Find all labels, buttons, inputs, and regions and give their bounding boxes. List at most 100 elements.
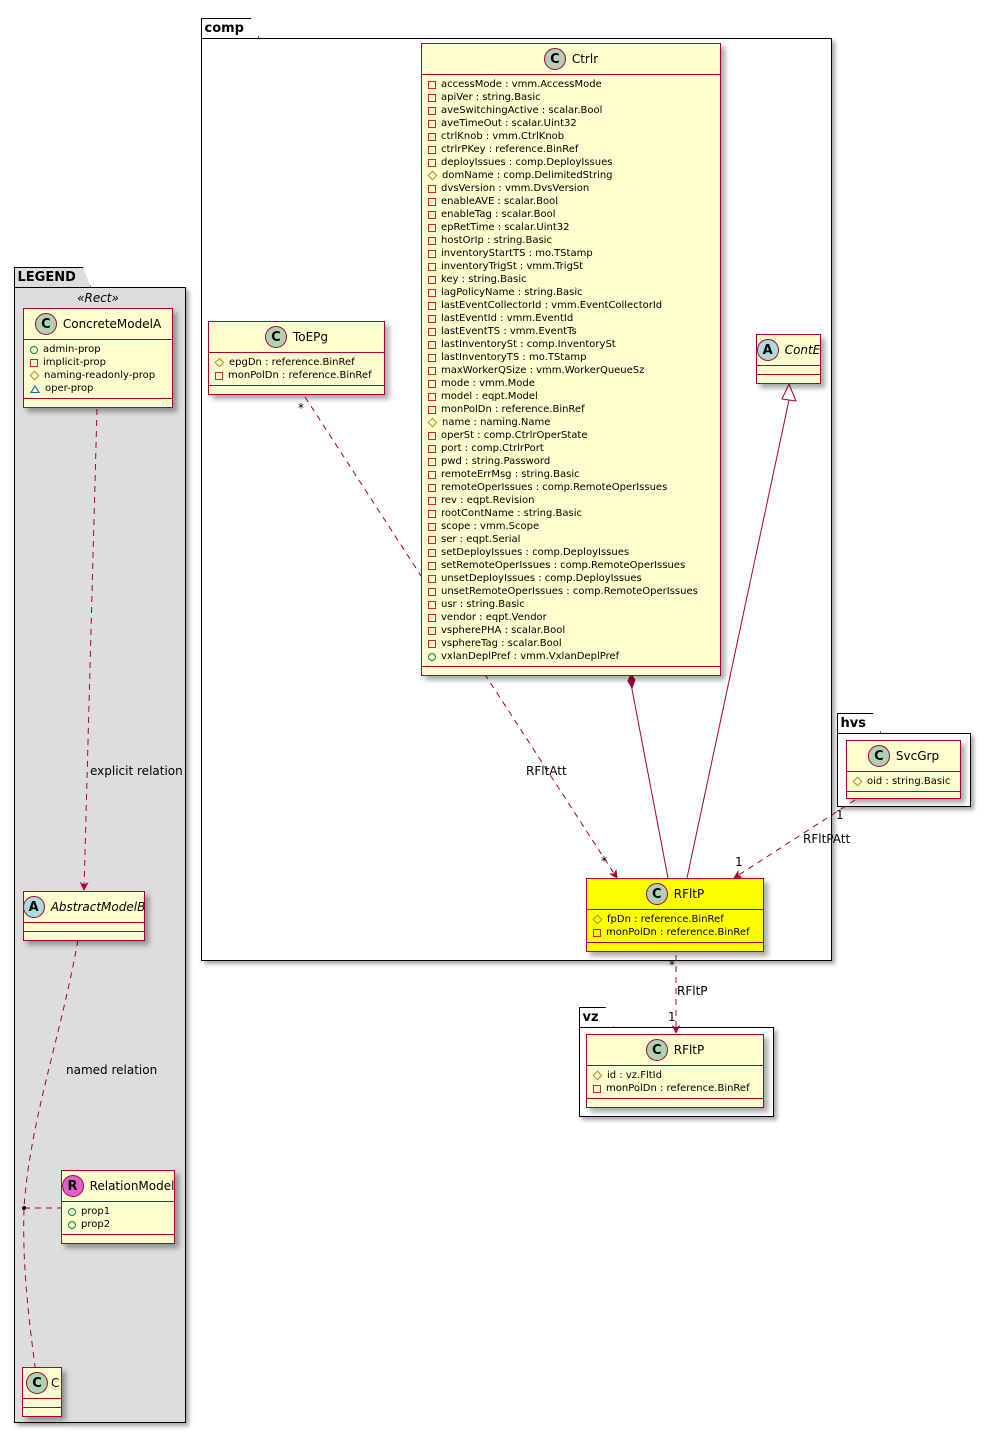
private-visibility-icon	[428, 314, 436, 323]
method-compartment	[209, 386, 384, 394]
attribute-text: vsphereTag : scalar.Bool	[441, 638, 562, 649]
class-name: RFltP	[673, 887, 705, 901]
attribute-text: usr : string.Basic	[441, 599, 525, 610]
attribute-row: rootContName : string.Basic	[428, 507, 714, 520]
private-visibility-icon	[593, 928, 601, 937]
attribute-compartment	[757, 366, 820, 375]
legend-package: LEGEND	[14, 287, 186, 1423]
attribute-row: pwd : string.Password	[428, 455, 714, 468]
attribute-text: prop2	[81, 1219, 111, 1230]
private-visibility-icon	[428, 366, 436, 375]
class-badge-icon: C	[645, 1039, 668, 1061]
class-header: A AbstractModelB	[22, 892, 146, 923]
attribute-text: enableAVE : scalar.Bool	[441, 196, 558, 207]
attribute-row: remoteOperIssues : comp.RemoteOperIssues	[428, 481, 714, 494]
attribute-row: ser : eqpt.Serial	[428, 533, 714, 546]
attribute-text: vendor : eqpt.Vendor	[441, 612, 547, 623]
attribute-text: admin-prop	[43, 344, 101, 355]
attribute-row: hostOrIp : string.Basic	[428, 234, 714, 247]
private-visibility-icon	[428, 405, 436, 414]
attribute-row: monPolDn : reference.BinRef	[215, 369, 378, 382]
private-visibility-icon	[428, 626, 436, 635]
method-compartment	[587, 943, 763, 951]
attribute-text: remoteErrMsg : string.Basic	[441, 469, 580, 480]
method-compartment	[422, 667, 720, 675]
attribute-row: mode : vmm.Mode	[428, 377, 714, 390]
attribute-row: dvsVersion : vmm.DvsVersion	[428, 182, 714, 195]
attribute-row: naming-readonly-prop	[29, 369, 166, 382]
attribute-row: name : naming.Name	[427, 416, 714, 429]
attribute-text: lastInventoryTS : mo.TStamp	[441, 352, 587, 363]
private-visibility-icon	[428, 522, 436, 531]
class-header: C C	[23, 1368, 61, 1399]
private-visibility-icon	[428, 275, 436, 284]
attribute-text: unsetRemoteOperIssues : comp.RemoteOperI…	[441, 586, 698, 597]
private-visibility-icon	[428, 340, 436, 349]
class-name: AbstractModelB	[50, 900, 146, 914]
attribute-text: lastEventId : vmm.EventId	[441, 313, 574, 324]
class-name: SvcGrp	[895, 749, 940, 763]
legend-package-tab: LEGEND	[14, 267, 91, 287]
class-badge-icon: C	[543, 48, 566, 70]
attribute-row: aveSwitchingActive : scalar.Bool	[428, 104, 714, 117]
attribute-text: dvsVersion : vmm.DvsVersion	[441, 183, 590, 194]
private-visibility-icon	[428, 301, 436, 310]
attribute-text: scope : vmm.Scope	[441, 521, 540, 532]
class-header: C ToEPg	[209, 322, 384, 353]
relation-badge-icon: R	[61, 1175, 84, 1197]
attribute-row: enableTag : scalar.Bool	[428, 208, 714, 221]
hvs-package-tab: hvs	[837, 713, 881, 733]
class-conte[interactable]: A ContE	[756, 334, 821, 384]
rfltatt-label: RFltAtt	[526, 764, 567, 778]
private-visibility-icon	[428, 262, 436, 271]
attribute-row: prop1	[68, 1205, 168, 1218]
class-abstract-model-b[interactable]: A AbstractModelB	[22, 891, 146, 941]
attribute-row: remoteErrMsg : string.Basic	[428, 468, 714, 481]
class-svcgrp[interactable]: C SvcGrp oid : string.Basic	[846, 740, 961, 799]
public-visibility-icon	[428, 652, 436, 661]
attribute-row: accessMode : vmm.AccessMode	[428, 78, 714, 91]
class-c[interactable]: C C	[22, 1367, 62, 1417]
method-compartment	[757, 375, 820, 383]
attribute-text: mode : vmm.Mode	[441, 378, 535, 389]
private-visibility-icon	[428, 496, 436, 505]
private-visibility-icon	[428, 93, 436, 102]
public-visibility-icon	[68, 1207, 76, 1216]
attribute-text: rev : eqpt.Revision	[441, 495, 535, 506]
attribute-text: monPolDn : reference.BinRef	[441, 404, 585, 415]
private-visibility-icon	[30, 358, 38, 367]
private-visibility-icon	[428, 587, 436, 596]
private-visibility-icon	[428, 444, 436, 453]
private-visibility-icon	[428, 197, 436, 206]
class-badge-icon: C	[34, 313, 57, 335]
private-visibility-icon	[428, 509, 436, 518]
private-visibility-icon	[428, 210, 436, 219]
private-visibility-icon	[428, 561, 436, 570]
attribute-text: implicit-prop	[43, 357, 106, 368]
attribute-text: inventoryTrigSt : vmm.TrigSt	[441, 261, 584, 272]
attribute-text: pwd : string.Password	[441, 456, 551, 467]
private-visibility-icon	[428, 379, 436, 388]
attribute-text: key : string.Basic	[441, 274, 527, 285]
attribute-row: id : vz.FltId	[592, 1069, 757, 1082]
protected-visibility-icon	[427, 417, 438, 428]
class-header: C SvcGrp	[847, 741, 960, 772]
attribute-text: domName : comp.DelimitedString	[442, 170, 613, 181]
private-visibility-icon	[428, 431, 436, 440]
attribute-row: implicit-prop	[30, 356, 166, 369]
private-visibility-icon	[428, 223, 436, 232]
attribute-text: epRetTime : scalar.Uint32	[441, 222, 570, 233]
attribute-text: aveSwitchingActive : scalar.Bool	[441, 105, 603, 116]
private-visibility-icon	[428, 639, 436, 648]
attribute-text: fpDn : reference.BinRef	[607, 914, 724, 925]
attribute-row: lastEventTS : vmm.EventTs	[428, 325, 714, 338]
